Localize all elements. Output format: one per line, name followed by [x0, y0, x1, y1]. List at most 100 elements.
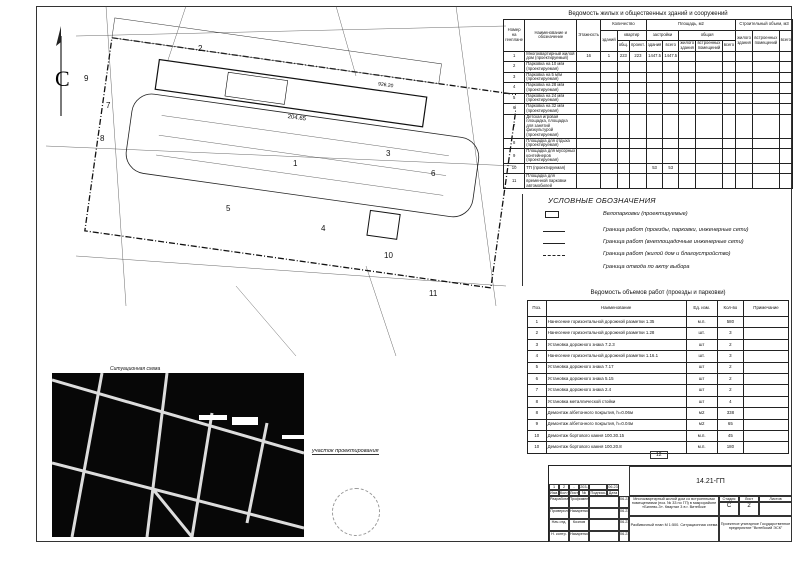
row-cell: м.п. — [685, 441, 718, 454]
row-cell — [629, 92, 647, 104]
row-name: Парковка на 28 м/м (проектируемая) — [524, 82, 578, 94]
row-cell — [629, 103, 647, 115]
row-cell: 4 — [527, 350, 547, 363]
dashdot-boundary-icon — [543, 255, 565, 256]
legend-item: Граница отвода по акту выбора — [603, 264, 690, 270]
row-cell: 10 — [527, 441, 547, 454]
row-cell — [616, 137, 631, 150]
legend-item: Граница работ (жилой дом и благоустройст… — [603, 251, 731, 257]
row-cell — [695, 92, 723, 104]
row-cell — [662, 92, 680, 104]
row-name: Площадка для временной парковки автомоби… — [524, 173, 578, 190]
title-block-cell: Назаренко — [569, 507, 589, 519]
row-cell: шт. — [685, 350, 718, 363]
row-cell: шт — [685, 372, 718, 386]
row-cell — [645, 173, 664, 190]
row-name: ТП (проектируемая) — [524, 162, 578, 175]
row-cell — [778, 162, 794, 175]
row-cell: 9 — [527, 418, 547, 431]
row-cell — [576, 92, 602, 104]
row-cell: 4 — [716, 395, 745, 409]
row-name: Детская игровая площадка, площадка для з… — [524, 113, 578, 139]
row-cell: 223 — [616, 50, 631, 62]
row-cell: 6 — [502, 103, 526, 115]
row-cell: шт. — [685, 327, 718, 340]
row-cell: 223 — [629, 50, 647, 62]
row-cell — [616, 82, 631, 94]
row-cell: 53 — [662, 162, 680, 175]
title-block-cell: 06.23 — [619, 507, 629, 519]
title-block-cell: 2 — [559, 484, 569, 490]
row-cell: Демонтаж а/бетонного покрытия, h=0.06м — [545, 407, 687, 420]
row-cell — [778, 137, 794, 150]
legend-item: Велопарковки (проектируемые) — [603, 211, 688, 217]
title-block-cell: Дата — [607, 490, 619, 496]
row-cell — [721, 162, 737, 175]
row-cell — [743, 407, 789, 420]
row-cell — [743, 418, 789, 431]
row-cell — [600, 82, 618, 94]
row-cell — [735, 137, 754, 150]
row-cell: Демонтаж бортового камня 100.30.15 — [545, 429, 687, 443]
row-cell: м2 — [685, 418, 718, 431]
drawing-frame — [36, 6, 792, 542]
row-cell — [721, 71, 737, 83]
row-cell — [629, 137, 647, 150]
north-label: С — [55, 66, 70, 91]
row-cell — [778, 50, 794, 62]
row-name: Площадка для мусорных контейнеров (проек… — [524, 148, 578, 164]
row-cell: 10 — [527, 429, 547, 443]
row-cell: 5 — [502, 92, 526, 104]
row-cell — [721, 61, 737, 73]
row-cell — [616, 103, 631, 115]
row-cell — [616, 61, 631, 73]
row-cell — [645, 113, 664, 139]
title-block-cell: Проверил — [549, 507, 569, 519]
row-cell: Нанесение горизонтальной дорожной размет… — [545, 350, 687, 363]
row-cell — [576, 61, 602, 73]
title-block-cell: Подпись — [589, 490, 607, 496]
row-cell — [743, 338, 789, 352]
row-cell — [600, 148, 618, 164]
title-block-cell: 06.23 — [619, 519, 629, 531]
row-cell — [600, 162, 618, 175]
site-plan: С 204.65 926.20 12 34 56 78 910 11 — [45, 6, 516, 357]
row-cell — [752, 113, 780, 139]
row-cell: 2 — [527, 327, 547, 340]
title-block-cell — [589, 484, 607, 490]
title-block-cell: № док. — [579, 490, 589, 496]
row-cell: Установка дорожного знака 2.4 — [545, 384, 687, 397]
row-cell: 2 — [716, 384, 745, 397]
row-cell — [662, 103, 680, 115]
title-block-cell: 06.23 — [619, 530, 629, 542]
row-cell — [743, 327, 789, 340]
works-table-title: Ведомость объемов работ (проезды и парко… — [590, 290, 726, 296]
row-cell — [576, 82, 602, 94]
row-cell — [752, 148, 780, 164]
row-cell: Нанесение горизонтальной дорожной размет… — [545, 327, 687, 340]
title-block-cell — [589, 507, 619, 519]
row-cell — [752, 71, 780, 83]
row-cell — [678, 103, 697, 115]
row-cell — [662, 82, 680, 94]
row-name: Парковка на 24 м/м (проектируемая) — [524, 92, 578, 104]
legend-item: Граница работ (внеплощадочные инженерные… — [603, 239, 744, 245]
row-cell — [600, 137, 618, 150]
title-block-cell: 06.23 — [607, 484, 619, 490]
row-cell: 1 — [502, 50, 526, 62]
row-cell: 338 — [716, 407, 745, 420]
row-cell — [678, 137, 697, 150]
title-block-cell: 1 — [549, 484, 559, 490]
svg-text:2: 2 — [198, 44, 203, 53]
row-cell: шт — [685, 338, 718, 352]
bike-parking-icon — [545, 211, 559, 218]
row-cell — [743, 372, 789, 386]
row-cell — [743, 361, 789, 374]
